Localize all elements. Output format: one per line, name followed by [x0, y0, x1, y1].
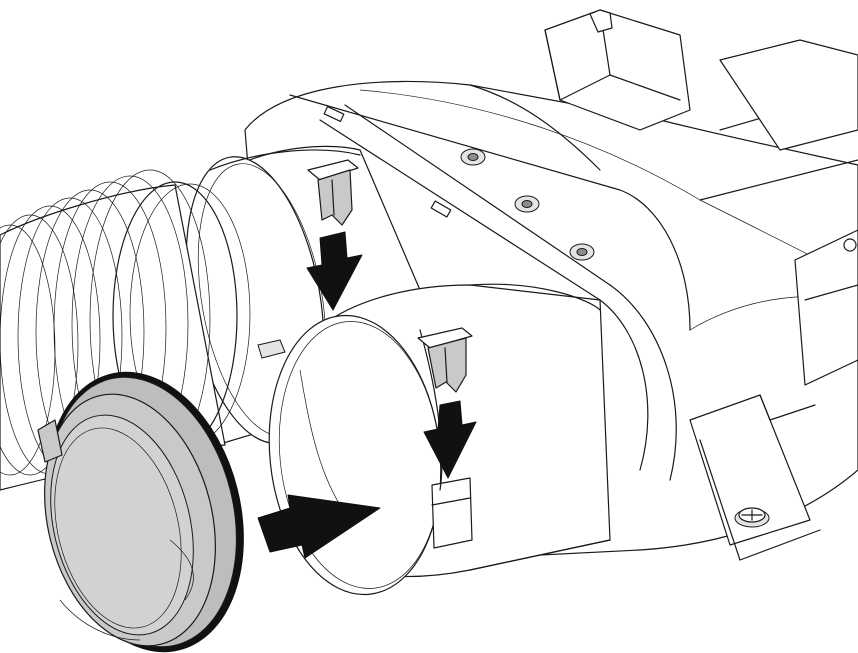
- alignment-tab: [257, 339, 286, 359]
- mounting-bracket-top: [544, 9, 858, 151]
- arrow-adapter-insert: [257, 494, 381, 559]
- rivet-icon: [569, 243, 595, 261]
- mounting-bracket: [689, 229, 858, 561]
- duct-adapter-ring: [37, 371, 244, 653]
- screw-head-icon: [734, 507, 770, 528]
- upper-clip: [307, 159, 359, 226]
- locking-clip-icon: [427, 337, 467, 393]
- rivet-icon: [514, 195, 540, 213]
- arrow-upper-clip-down: [306, 231, 363, 311]
- lower-clip: [417, 327, 473, 393]
- adapter-tab: [37, 419, 63, 463]
- rivet-icon: [460, 148, 486, 166]
- slot: [323, 105, 345, 123]
- arrow-lower-clip-down: [423, 400, 477, 479]
- locking-clip-icon: [317, 169, 353, 226]
- screw-hole: [843, 238, 857, 252]
- slot: [430, 200, 452, 218]
